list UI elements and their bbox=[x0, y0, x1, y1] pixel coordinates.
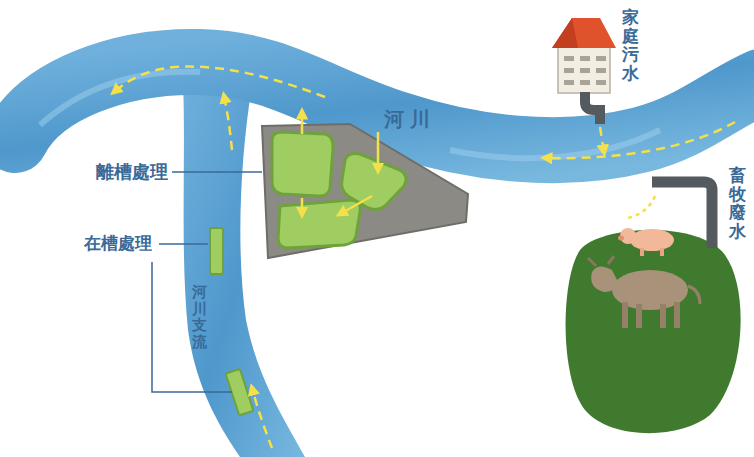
leader-line bbox=[159, 243, 208, 245]
pasture bbox=[566, 230, 741, 433]
island bbox=[262, 124, 468, 258]
pond bbox=[278, 200, 360, 248]
source-label: 家庭污水 bbox=[622, 8, 639, 83]
green-bar bbox=[210, 228, 223, 274]
sewage-pipe bbox=[585, 92, 600, 124]
pig bbox=[618, 228, 674, 256]
pond bbox=[272, 132, 333, 196]
house bbox=[552, 18, 616, 93]
cow bbox=[588, 256, 700, 328]
river-label: 河川 bbox=[384, 106, 436, 133]
leader-line bbox=[172, 171, 262, 173]
source-label: 畜牧廢水 bbox=[729, 166, 746, 241]
callout-label: 在槽處理 bbox=[84, 232, 152, 255]
callout-label: 離槽處理 bbox=[96, 160, 168, 184]
bracket-line bbox=[152, 262, 232, 392]
river-label: 河川支流 bbox=[192, 284, 207, 350]
